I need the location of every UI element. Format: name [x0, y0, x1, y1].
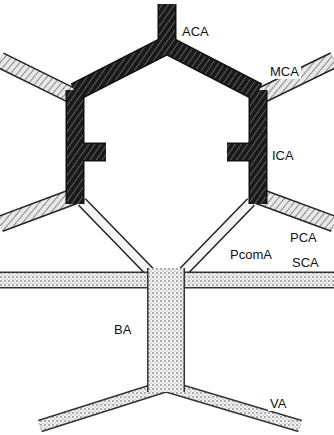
- vessel-label: MCA: [268, 64, 301, 79]
- vessel-label: BA: [112, 322, 133, 337]
- vessel-label: VA: [268, 396, 288, 411]
- vessel-label: ACA: [180, 24, 211, 39]
- vessel-label: PCA: [288, 230, 319, 245]
- vessel-label: ICA: [270, 148, 296, 163]
- vessel-label: SCA: [290, 255, 321, 270]
- vessel-label: PcomA: [228, 247, 274, 262]
